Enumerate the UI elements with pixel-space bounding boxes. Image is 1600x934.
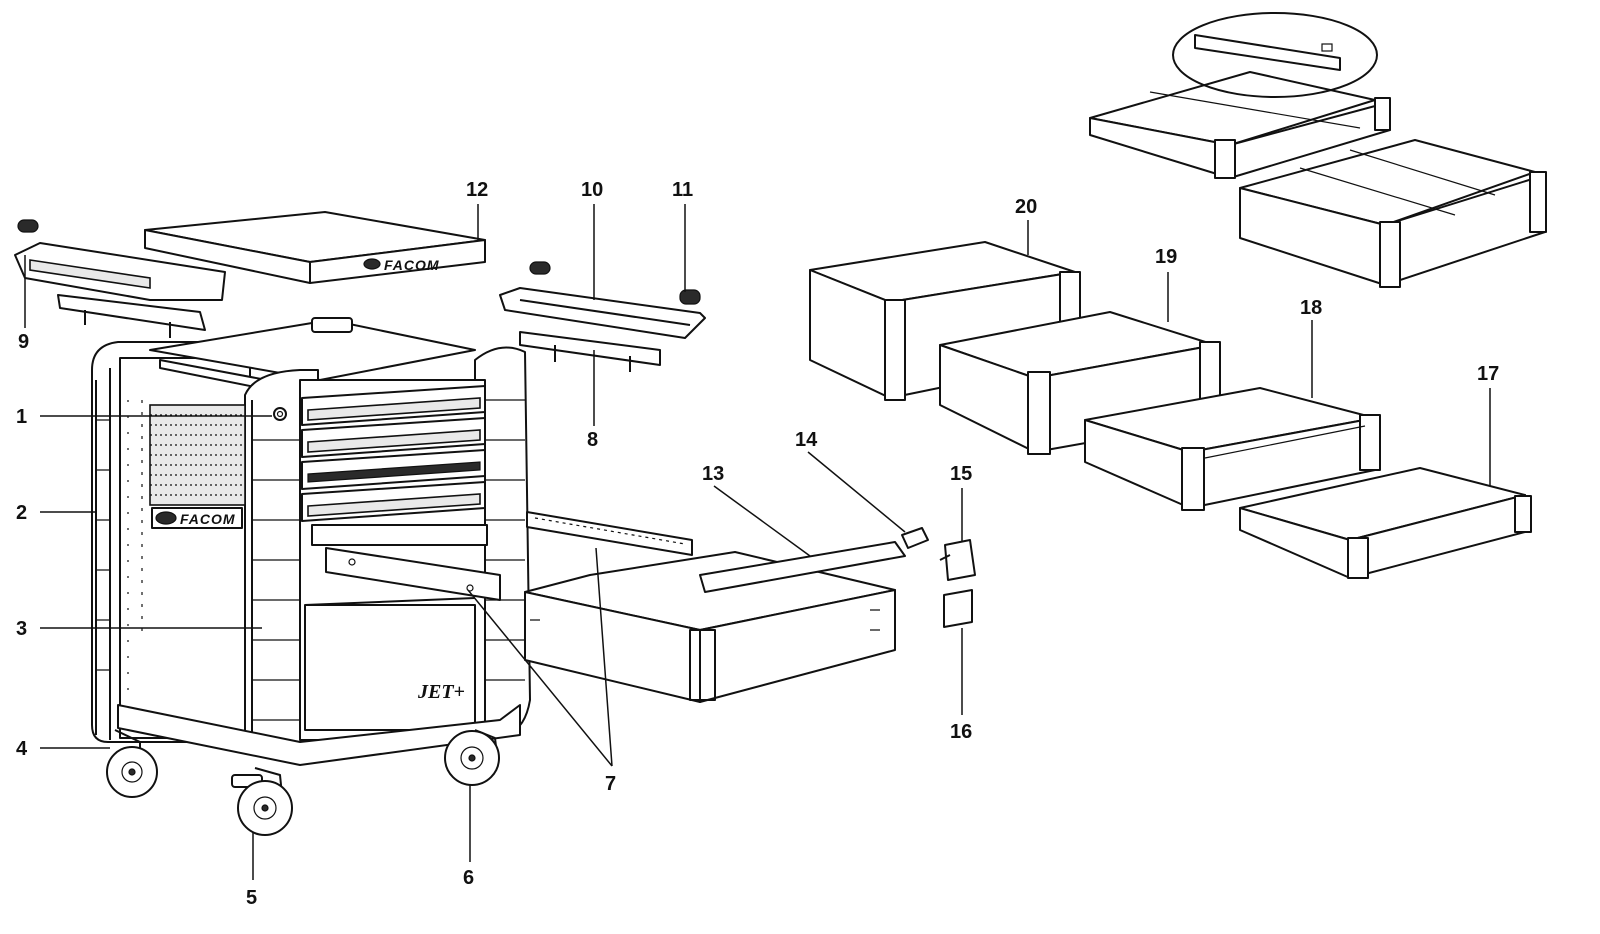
callout-20: 20 — [1015, 196, 1037, 218]
callout-10: 10 — [581, 179, 603, 201]
drawer-18 — [1084, 387, 1381, 511]
side-handle-10 — [499, 261, 706, 339]
caster-front-brake — [231, 767, 293, 836]
end-cap-11 — [679, 289, 701, 305]
caster-rear-right — [444, 729, 500, 786]
caster-rear-left — [106, 729, 158, 798]
side-handle-9 — [14, 219, 226, 338]
callout-labels: 1 2 3 4 5 6 7 8 9 10 11 12 13 14 15 16 1… — [16, 179, 1499, 909]
callout-17: 17 — [1477, 363, 1499, 385]
jet-plus-logo: JET+ — [417, 681, 465, 703]
svg-text:FACOM: FACOM — [180, 511, 236, 527]
facom-logo-tray: FACOM — [363, 257, 440, 273]
callout-7: 7 — [605, 773, 616, 795]
drawer-17 — [1239, 467, 1532, 579]
callout-4: 4 — [16, 738, 28, 760]
callout-5: 5 — [246, 887, 257, 909]
callout-8: 8 — [587, 429, 598, 451]
drawer-stack — [301, 385, 488, 546]
callout-2: 2 — [16, 502, 27, 524]
bracket-8 — [519, 331, 661, 372]
callout-14: 14 — [795, 429, 818, 451]
callout-1: 1 — [16, 406, 27, 428]
callout-15: 15 — [950, 463, 972, 485]
drawer-13 — [524, 541, 906, 703]
callout-3: 3 — [16, 618, 27, 640]
callout-16: 16 — [950, 721, 972, 743]
drawer-detail-top — [1089, 71, 1391, 179]
callout-11: 11 — [672, 179, 693, 201]
drawer-stop-14 — [901, 527, 929, 549]
side-perforations — [127, 400, 143, 700]
callout-6: 6 — [463, 867, 474, 889]
callout-18: 18 — [1300, 297, 1322, 319]
drawer-rail-right-7 — [325, 547, 501, 601]
drawer-stop-15 — [939, 539, 976, 581]
leader-lines — [24, 204, 1491, 880]
facom-logo-side: FACOM — [151, 507, 243, 529]
svg-text:FACOM: FACOM — [384, 257, 440, 273]
front-bumper — [251, 380, 525, 740]
drawer-stop-16 — [943, 589, 973, 628]
callout-13: 13 — [702, 463, 724, 485]
top-tray-12: FACOM — [144, 211, 486, 284]
callout-12: 12 — [466, 179, 488, 201]
callout-9: 9 — [18, 331, 29, 353]
side-bumper — [95, 368, 111, 740]
lock-icon — [273, 407, 287, 421]
divider-callout-ellipse — [1172, 12, 1378, 98]
drawer-rail-left-7 — [526, 511, 693, 556]
callout-19: 19 — [1155, 246, 1177, 268]
drawer-detail-lower — [1239, 139, 1547, 288]
